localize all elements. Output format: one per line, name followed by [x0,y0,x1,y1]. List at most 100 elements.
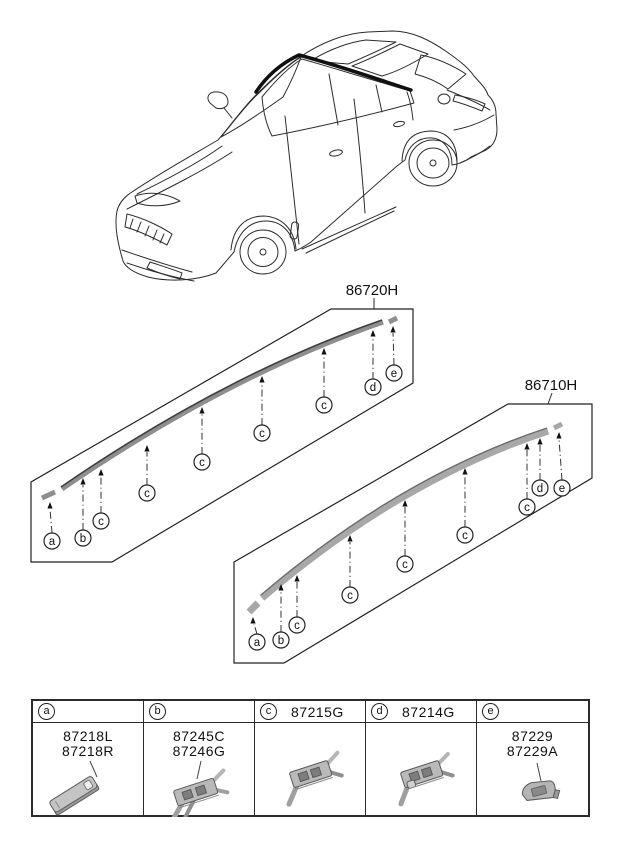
b-pillar-line [328,73,339,126]
callout-circles: a b c c c c c d e [43,364,403,550]
grille-hatch [129,218,165,244]
legend-cell-d [366,723,476,815]
sunroof-rear-glass [351,43,429,77]
leader-e [392,332,395,366]
c-pillar-line [375,84,383,113]
callout-c3[interactable]: c [396,555,414,573]
arrow-c5 [524,443,530,450]
rear-wheel-arch [401,130,458,163]
arrow-a [47,502,53,509]
side-mirror-stalk [223,107,233,119]
hood-crease-line [136,145,223,195]
callout-c2[interactable]: c [138,484,156,502]
callout-c5[interactable]: c [315,396,333,414]
callout-a[interactable]: a [248,633,266,651]
callout-a[interactable]: a [43,532,61,550]
svg-text:d: d [370,382,376,394]
end-cap-part-icon [49,760,100,816]
letter-badge-c: c [260,703,277,720]
molding-end-piece-rear [552,421,564,431]
fender-vent [289,221,300,240]
callout-c5[interactable]: c [518,498,536,516]
svg-text:c: c [321,400,327,412]
legend-column-d[interactable]: d 87214G [366,701,477,815]
letter-badge-a: a [38,703,55,720]
callout-c1[interactable]: c [288,616,306,634]
side-mirror [207,91,229,110]
rear-wheel-hub [429,159,437,167]
rear-bumper-line [453,114,495,131]
part-number-label[interactable]: 86710H [525,377,578,394]
front-door-cut-line [284,115,300,245]
legend-header-c: c 87215G [255,701,365,723]
callout-d[interactable]: d [531,479,549,497]
svg-text:b: b [278,635,284,647]
svg-text:c: c [98,516,104,528]
svg-text:c: c [524,502,530,514]
svg-text:a: a [254,637,261,649]
callout-c3[interactable]: c [193,453,211,471]
molding-clip-part-icon [286,750,344,807]
molding-end-piece-front [246,600,261,615]
part-number[interactable]: 87229A [506,743,559,759]
legend-header-d: d 87214G [366,701,476,723]
fog-lamp-inlet [146,261,183,280]
front-wheel-tire [239,229,287,275]
molding-strip-edge [60,319,383,488]
part-number[interactable]: 87218R [61,743,115,759]
callout-e[interactable]: e [553,479,571,497]
arrow-d [370,330,376,337]
arrow-c4 [259,376,265,383]
part-number[interactable]: 87215G [291,703,344,720]
part-number-label[interactable]: 86720H [346,282,399,299]
molding-end-piece-front [40,489,57,501]
part-number[interactable]: 87214G [402,703,455,720]
bumper-line-upper [121,249,193,273]
callout-b[interactable]: b [74,529,92,547]
roof-molding-highlight [254,53,413,94]
arrow-c2 [144,445,150,452]
letter-badge-e: e [482,703,499,720]
callout-e[interactable]: e [385,364,403,382]
front-wheel-rim [247,237,279,267]
legend-column-b[interactable]: b 87245C 87246G [144,701,255,817]
leader-a [49,508,53,534]
leader-a [253,623,258,635]
part-number[interactable]: 87218L [63,728,113,744]
grille-outline [124,213,173,246]
fuel-door [437,93,451,105]
callout-c2[interactable]: c [341,586,359,604]
part-number[interactable]: 87245C [172,728,226,744]
callout-b[interactable]: b [272,631,290,649]
part-number[interactable]: 87229 [511,728,554,744]
part-number[interactable]: 87246G [172,743,226,759]
legend-column-a[interactable]: a 87218L 87218R [33,701,144,816]
molding-strip-edge [260,427,548,596]
leader-e [558,438,563,481]
svg-text:c: c [199,457,205,469]
arrow-e [556,432,562,439]
callout-c1[interactable]: c [92,512,110,530]
molding-clip-part-icon [398,752,455,807]
molding-end-piece-rear [387,315,399,325]
callout-d[interactable]: d [364,378,382,396]
callout-c4[interactable]: c [456,526,474,544]
callout-c4[interactable]: c [253,424,271,442]
rear-door-cut-line [353,98,366,214]
arrow-b [278,584,284,591]
molding-strip [60,319,384,492]
arrow-c2 [347,535,353,542]
side-skirt-line [301,206,397,254]
arrow-a [250,617,256,624]
legend-column-e[interactable]: e 87229 87229A [477,701,588,815]
panel-outline [30,308,414,563]
legend-cell-c [255,723,365,815]
part-number-labels: 87245C 87246G [144,729,254,759]
arrow-c3 [199,407,205,414]
front-door-handle [329,149,343,157]
arrow-c5 [321,348,327,355]
rear-wheel-tire [408,139,458,187]
legend-header-b: b [144,701,254,723]
legend-column-c[interactable]: c 87215G [255,701,366,815]
